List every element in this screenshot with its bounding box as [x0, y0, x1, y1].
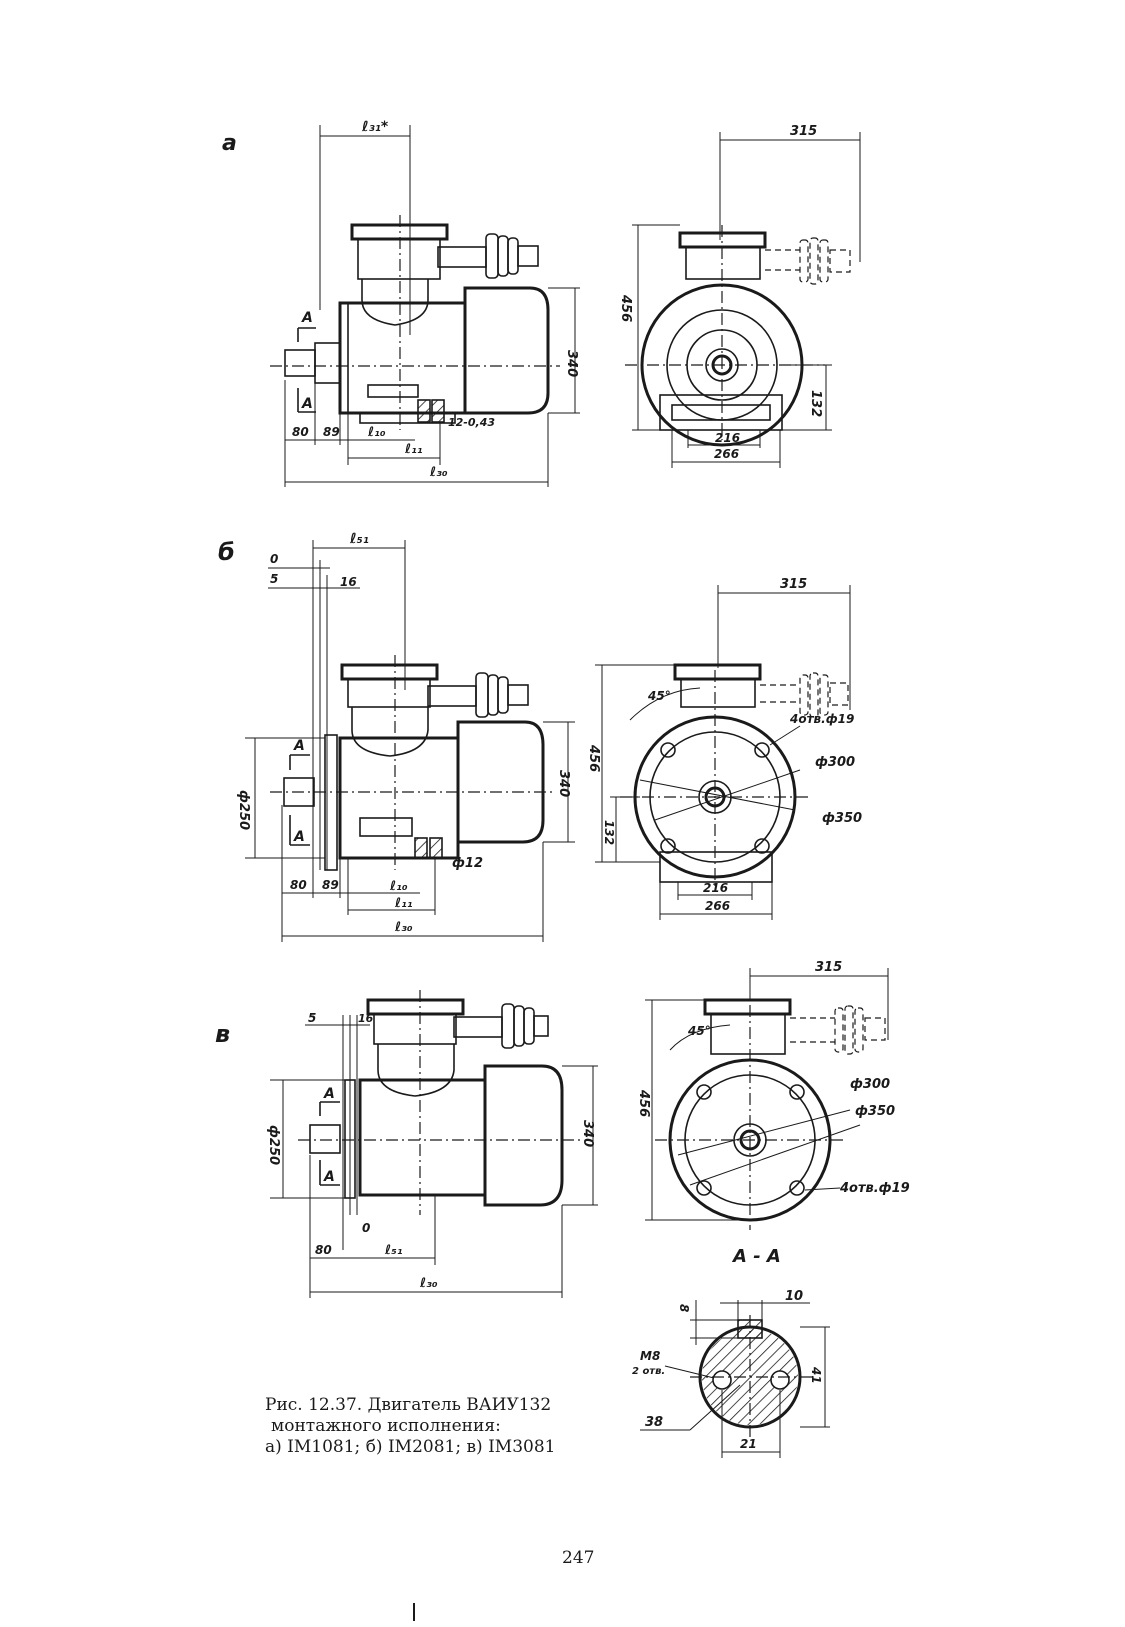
panel-c-dim-456: 456	[636, 1089, 651, 1117]
panel-b-section-bottom: A	[293, 829, 305, 845]
panel-c-holes: 4отв.ф19	[839, 1181, 910, 1196]
panel-a-dim-216: 216	[715, 431, 740, 445]
panel-c-dim-0: 0	[362, 1221, 370, 1235]
panel-a-letter: а	[222, 131, 237, 156]
panel-b-l10: ℓ₁₀	[389, 879, 408, 894]
section-m8-count: 2 отв.	[632, 1366, 665, 1377]
panel-c-dim-250: ф250	[266, 1125, 281, 1165]
panel-b-dim-456: 456	[586, 744, 601, 772]
panel-c-l30: ℓ₃₀	[419, 1276, 438, 1291]
panel-b-dim-350: ф350	[822, 811, 862, 826]
caption-line-3: а) IM1081; б) IM2081; в) IM3081	[265, 1437, 556, 1457]
panel-a: а ℓ₃₁* A A	[222, 119, 861, 487]
panel-b-dim-216: 216	[703, 881, 728, 895]
panel-b-dim-d12: ф12	[452, 856, 483, 871]
panel-a-l30: ℓ₃₀	[429, 465, 448, 480]
panel-c-dim-5: 5	[308, 1011, 316, 1025]
panel-a-section-top: A	[301, 310, 313, 326]
panel-b-dim-315: 315	[780, 577, 807, 592]
panel-b-angle: 45°	[647, 689, 671, 703]
panel-b-dim-132: 132	[602, 820, 616, 845]
figure-caption: Рис. 12.37. Двигатель ВАИУ132 монтажного…	[265, 1395, 585, 1458]
section-title: A - A	[731, 1246, 781, 1267]
panel-b-l11: ℓ₁₁	[394, 896, 413, 911]
panel-b-dim-80: 80	[290, 878, 307, 892]
panel-b-dim-266: 266	[705, 899, 730, 913]
page-edge-mark	[413, 1603, 415, 1621]
section-dim-21: 21	[740, 1437, 757, 1451]
panel-b-holes: 4отв.ф19	[789, 712, 854, 726]
panel-b-section-top: A	[293, 738, 305, 754]
page-number: 247	[562, 1548, 595, 1568]
panel-c-section-bottom: A	[323, 1169, 335, 1185]
panel-b-letter: б	[218, 538, 235, 566]
panel-a-ly-label: ℓ₃₁*	[361, 119, 389, 135]
panel-c: в 5 16 A A ф250 340 0	[215, 960, 910, 1298]
panel-a-thread: 12-0,43	[448, 416, 495, 429]
panel-b-dim-300: ф300	[815, 755, 855, 770]
section-dim-41: 41	[809, 1366, 823, 1384]
panel-a-l11: ℓ₁₁	[404, 442, 423, 457]
section-a-a: A - A 8 10 M8 2 отв. 41 38 21	[632, 1246, 830, 1458]
panel-a-dim-340: 340	[564, 350, 579, 377]
panel-a-section-bottom: A	[301, 396, 313, 412]
section-dim-10: 10	[785, 1289, 803, 1304]
panel-c-dim-80: 80	[315, 1243, 332, 1257]
panel-c-dim-315: 315	[815, 960, 842, 975]
panel-a-dim-266: 266	[714, 447, 739, 461]
section-dim-38: 38	[645, 1415, 663, 1430]
panel-c-dim-340: 340	[580, 1120, 595, 1147]
panel-a-l10: ℓ₁₀	[367, 425, 386, 440]
panel-a-dim-80: 80	[292, 425, 309, 439]
panel-c-letter: в	[215, 1020, 230, 1048]
panel-a-dim-315: 315	[790, 124, 817, 139]
panel-b-dim-250: ф250	[236, 790, 251, 830]
panel-b-dim-340: 340	[556, 770, 571, 797]
panel-b-dim-5: 5	[270, 572, 278, 586]
panel-b-l51: ℓ₅₁	[349, 531, 369, 547]
panel-b-dim-89: 89	[322, 878, 339, 892]
panel-b: б 0 5 16 ℓ₅₁ A A	[218, 531, 862, 942]
panel-a-dim-456: 456	[618, 294, 633, 322]
panel-b-dim-0: 0	[270, 552, 278, 566]
caption-line-2: монтажного исполнения:	[271, 1416, 501, 1436]
panel-a-dim-89: 89	[323, 425, 340, 439]
panel-b-dim-16: 16	[340, 575, 357, 589]
panel-c-dim-300: ф300	[850, 1077, 890, 1092]
caption-line-1: Рис. 12.37. Двигатель ВАИУ132	[265, 1395, 552, 1415]
panel-c-section-top: A	[323, 1086, 335, 1102]
panel-c-dim-350: ф350	[855, 1104, 895, 1119]
panel-b-l30: ℓ₃₀	[394, 920, 413, 935]
section-m8: M8	[640, 1349, 660, 1363]
panel-c-angle: 45°	[687, 1024, 711, 1038]
panel-a-dim-132: 132	[808, 390, 823, 417]
panel-c-l51: ℓ₅₁	[384, 1243, 403, 1258]
section-dim-8: 8	[677, 1304, 691, 1312]
